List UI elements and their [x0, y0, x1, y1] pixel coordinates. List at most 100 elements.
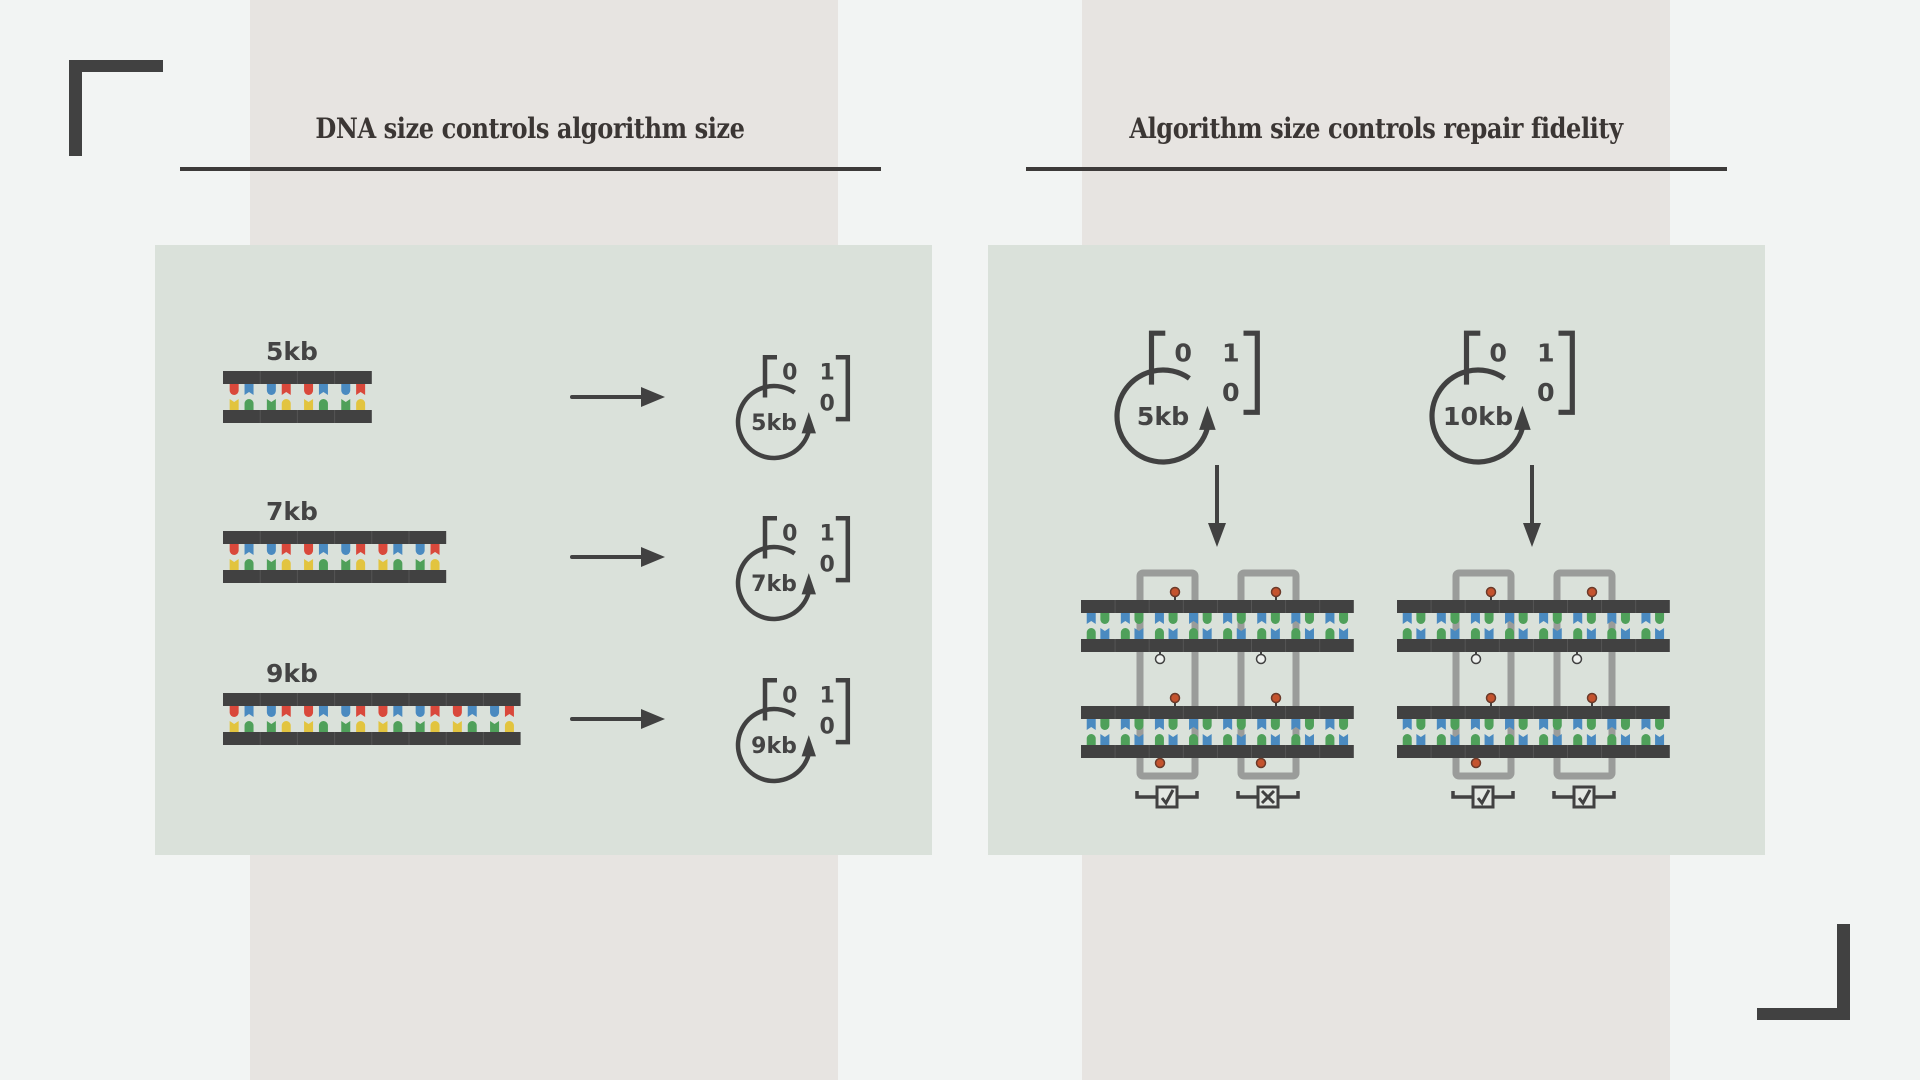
- base-notched: [229, 721, 239, 732]
- base-round: [1436, 734, 1446, 745]
- base-round: [1120, 628, 1130, 639]
- corner-bracket-bottom-right-horizontal: [1757, 1008, 1850, 1020]
- base-notched: [1270, 734, 1280, 745]
- base-round: [229, 384, 239, 395]
- base-notched: [1607, 719, 1617, 730]
- base-round: [356, 399, 366, 410]
- base-round: [304, 706, 314, 717]
- matrix-cell: 0: [782, 521, 797, 546]
- base-notched: [281, 384, 291, 395]
- corner-bracket-top-left-vertical: [69, 60, 82, 156]
- base-notched: [304, 721, 314, 732]
- repair-window-frame: [1237, 569, 1300, 780]
- base-round: [1586, 719, 1596, 730]
- base-notched: [1134, 628, 1144, 639]
- base-notched: [229, 559, 239, 570]
- dna-double-strand: [1081, 600, 1354, 652]
- base-round: [1620, 613, 1630, 624]
- base-notched: [1339, 628, 1349, 639]
- damage-marker-icon: [1270, 692, 1282, 707]
- base-notched: [266, 721, 276, 732]
- circular-arrow-icon: [735, 544, 811, 622]
- base-notched: [1641, 719, 1651, 730]
- base-round: [415, 544, 425, 555]
- matrix-cell: 1: [819, 360, 834, 385]
- base-notched: [1505, 613, 1515, 624]
- marker-head: [1470, 653, 1482, 665]
- base-notched: [1620, 734, 1630, 745]
- base-round: [1586, 613, 1596, 624]
- base-round: [1154, 734, 1164, 745]
- matrix-cell: 0: [1489, 339, 1507, 368]
- base-round: [244, 399, 254, 410]
- dna-double-strand: [1397, 706, 1670, 758]
- base-notched: [1641, 613, 1651, 624]
- matrix-cell: 0: [819, 714, 834, 739]
- base-round: [1539, 628, 1549, 639]
- open-site-marker-icon: [1571, 650, 1583, 665]
- corner-bracket-top-left-horizontal: [69, 60, 163, 72]
- base-round: [1236, 613, 1246, 624]
- base-round: [1450, 613, 1460, 624]
- dna-double-strand: [223, 531, 447, 583]
- base-round: [1505, 628, 1515, 639]
- base-round: [393, 559, 403, 570]
- base-round: [1257, 628, 1267, 639]
- base-notched: [452, 721, 462, 732]
- base-round: [244, 721, 254, 732]
- base-round: [490, 706, 500, 717]
- dna-size-label: 9kb: [266, 659, 318, 688]
- algorithm-size-label: 5kb: [1137, 402, 1190, 431]
- base-round: [1325, 734, 1335, 745]
- base-notched: [1120, 719, 1130, 730]
- base-notched: [1168, 734, 1178, 745]
- dna-double-strand: [1081, 706, 1354, 758]
- marker-head: [1485, 692, 1497, 704]
- base-notched: [1484, 734, 1494, 745]
- x-result-icon: [1236, 785, 1300, 809]
- base-notched: [304, 559, 314, 570]
- matrix-cell: 1: [819, 683, 834, 708]
- base-round: [1339, 613, 1349, 624]
- base-round: [229, 706, 239, 717]
- matrix-bracket-right: [1243, 330, 1260, 415]
- marker-head: [1270, 692, 1282, 704]
- base-notched: [504, 706, 514, 717]
- base-notched: [467, 706, 477, 717]
- base-round: [1552, 719, 1562, 730]
- dna-size-label: 5kb: [266, 337, 318, 366]
- damage-marker-icon: [1154, 754, 1166, 769]
- matrix-cell: 0: [819, 552, 834, 577]
- base-round: [304, 384, 314, 395]
- base-round: [1402, 734, 1412, 745]
- base-round: [1223, 628, 1233, 639]
- base-notched: [1416, 628, 1426, 639]
- matrix-cell: 1: [1537, 339, 1555, 368]
- check-mark: [1577, 789, 1592, 806]
- damage-marker-icon: [1586, 586, 1598, 601]
- base-notched: [1168, 628, 1178, 639]
- marker-head: [1470, 757, 1482, 769]
- arrowhead-icon: [641, 387, 665, 407]
- damage-marker-icon: [1470, 754, 1482, 769]
- base-notched: [1257, 613, 1267, 624]
- base-notched: [356, 544, 366, 555]
- arrowhead-icon: [1514, 405, 1531, 430]
- circular-arrow-icon: [735, 383, 811, 461]
- dna-double-strand: [1397, 600, 1670, 652]
- base-round: [281, 399, 291, 410]
- base-notched: [430, 706, 440, 717]
- algorithm-size-label: 7kb: [751, 572, 797, 597]
- base-round: [244, 559, 254, 570]
- left-title-underline: [180, 167, 881, 171]
- base-round: [1641, 734, 1651, 745]
- base-round: [281, 721, 291, 732]
- base-notched: [244, 544, 254, 555]
- arrow-right-icon: [570, 387, 665, 407]
- base-notched: [1325, 719, 1335, 730]
- matrix-cell: 0: [1537, 378, 1555, 407]
- dna-size-label: 7kb: [266, 497, 318, 526]
